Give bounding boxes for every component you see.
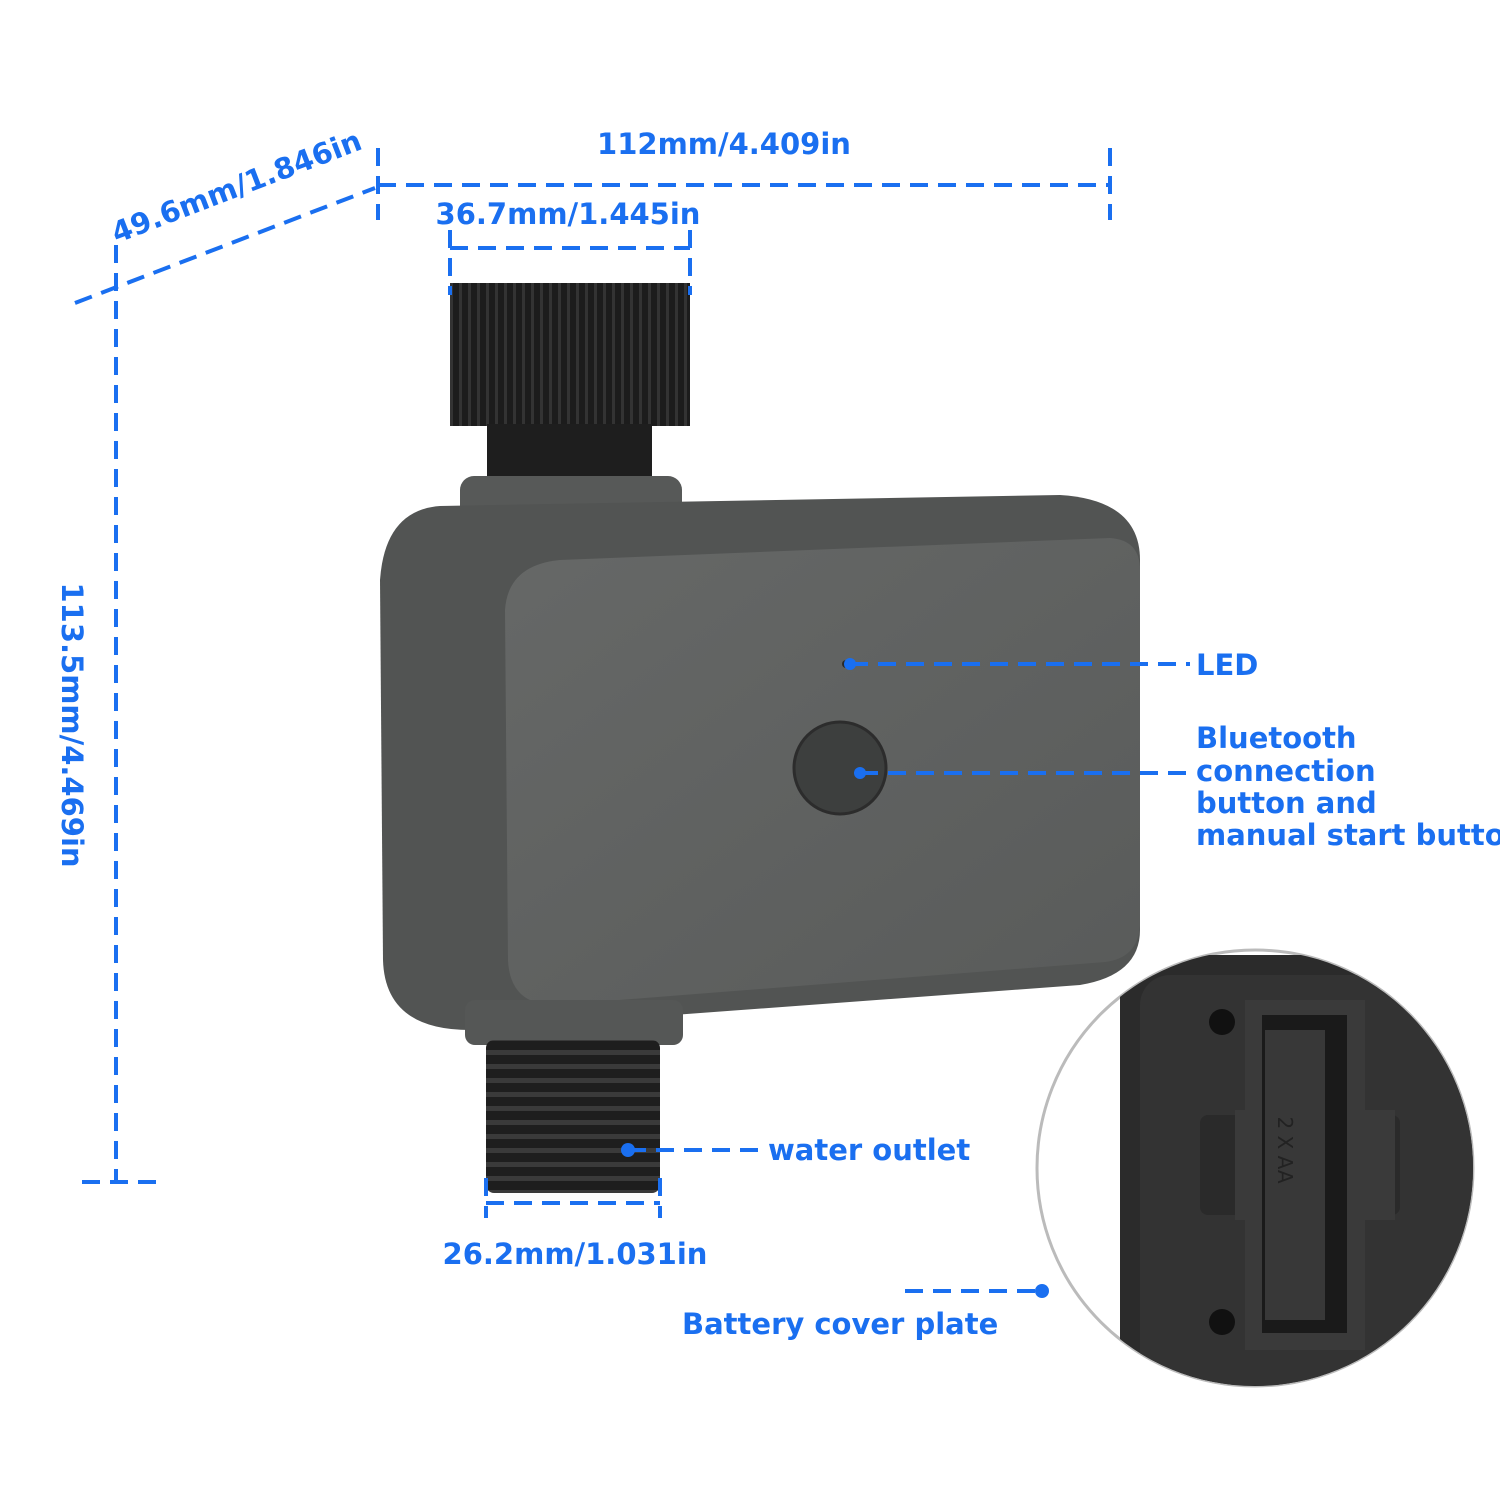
battery-marking: 2 X AA (1273, 1116, 1297, 1183)
led-pointer-dot (844, 658, 856, 670)
led-label: LED (1196, 648, 1258, 682)
water-timer-device (380, 283, 1140, 1193)
battery-pointer-dot (1035, 1284, 1049, 1298)
outlet-thread (486, 1040, 660, 1193)
dimension-lines (74, 148, 1190, 1298)
inlet-width-label: 36.7mm/1.445in (436, 197, 701, 231)
height-dimension-label: 113.5mm/4.469in (55, 582, 89, 867)
battery-cover-label: Battery cover plate (682, 1307, 998, 1341)
inlet-nut (450, 283, 690, 426)
bluetooth-manual-button[interactable] (792, 720, 888, 816)
battery-cover-inset: 2 X AA (1035, 948, 1475, 1388)
button-label-line-3: button and (1196, 786, 1377, 820)
outlet-pointer-dot (621, 1143, 635, 1157)
button-pointer-dot (854, 767, 866, 779)
width-dimension-label: 112mm/4.409in (597, 127, 851, 161)
outlet-width-label: 26.2mm/1.031in (443, 1237, 708, 1271)
button-label-line-1: Bluetooth (1196, 721, 1357, 755)
water-outlet-label: water outlet (768, 1133, 970, 1167)
button-label-line-4: manual start button (1196, 818, 1500, 852)
depth-dimension-label: 49.6mm/1.846in (107, 123, 366, 250)
button-label-line-2: connection (1196, 754, 1376, 788)
